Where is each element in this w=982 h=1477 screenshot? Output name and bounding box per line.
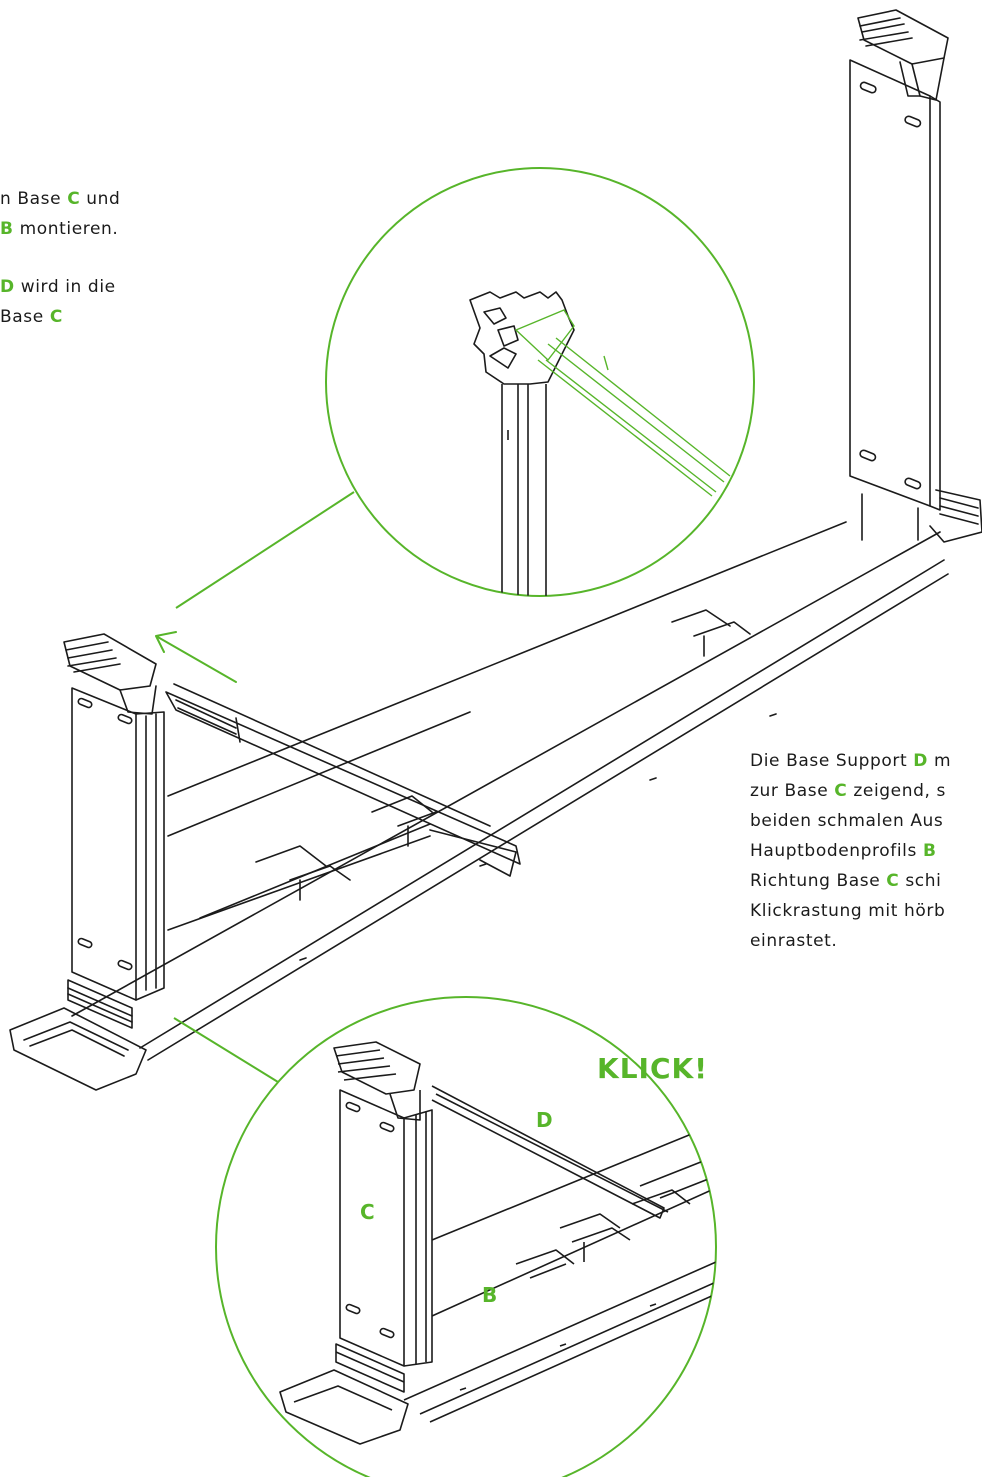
text-line-6: Klickrastung mit hörb [750, 896, 951, 926]
text-line-4: Base C [0, 302, 120, 332]
label-c: C [360, 1200, 375, 1224]
part-key-b: B [922, 841, 937, 861]
text-line-5: Richtung Base C schi [750, 866, 951, 896]
text-segment: Richtung Base [750, 871, 887, 891]
text-segment: beiden schmalen Aus [750, 811, 944, 831]
part-key-d: D [0, 277, 15, 297]
part-key-b: B [0, 219, 14, 239]
text-segment: einrastet. [750, 931, 838, 951]
part-key-c: C [834, 781, 848, 801]
text-line-2: zur Base C zeigend, s [750, 776, 951, 806]
text-segment: n Base [0, 189, 68, 209]
part-key-c: C [49, 307, 63, 327]
text-line-3: D wird in die [0, 272, 120, 302]
leader-line-bottom [173, 1017, 279, 1083]
text-line-2: B montieren. [0, 214, 120, 244]
text-line-7: einrastet. [750, 926, 951, 956]
detail-circle-bottom [215, 996, 717, 1477]
label-b: B [482, 1283, 498, 1307]
text-segment: und [80, 189, 121, 209]
text-segment: zeigend, s [847, 781, 946, 801]
part-key-d: D [913, 751, 929, 771]
text-segment: Klickrastung mit hörb [750, 901, 946, 921]
base-support-d [165, 683, 521, 877]
text-segment: Base [0, 307, 50, 327]
instruction-text-top-left: n Base C und B montieren. D wird in die … [0, 184, 120, 332]
text-segment: Die Base Support [750, 751, 914, 771]
part-key-c: C [886, 871, 900, 891]
klick-label: KLICK! [597, 1052, 708, 1085]
left-base-c-panel [9, 633, 165, 1091]
leader-line-top [175, 491, 355, 609]
arrow-up [155, 631, 237, 683]
text-line-1: n Base C und [0, 184, 120, 214]
text-segment: m [928, 751, 952, 771]
text-segment: Hauptbodenprofils [750, 841, 923, 861]
instruction-text-right: Die Base Support D m zur Base C zeigend,… [750, 746, 951, 956]
text-segment: zur Base [750, 781, 835, 801]
right-base-c-panel [849, 9, 982, 543]
text-line-3: beiden schmalen Aus [750, 806, 951, 836]
label-d: D [536, 1108, 553, 1132]
text-segment: wird in die [14, 277, 116, 297]
text-segment: schi [899, 871, 942, 891]
part-key-c: C [67, 189, 81, 209]
detail-circle-top [325, 167, 755, 597]
text-line-1: Die Base Support D m [750, 746, 951, 776]
text-line-4: Hauptbodenprofils B [750, 836, 951, 866]
text-segment: montieren. [13, 219, 119, 239]
